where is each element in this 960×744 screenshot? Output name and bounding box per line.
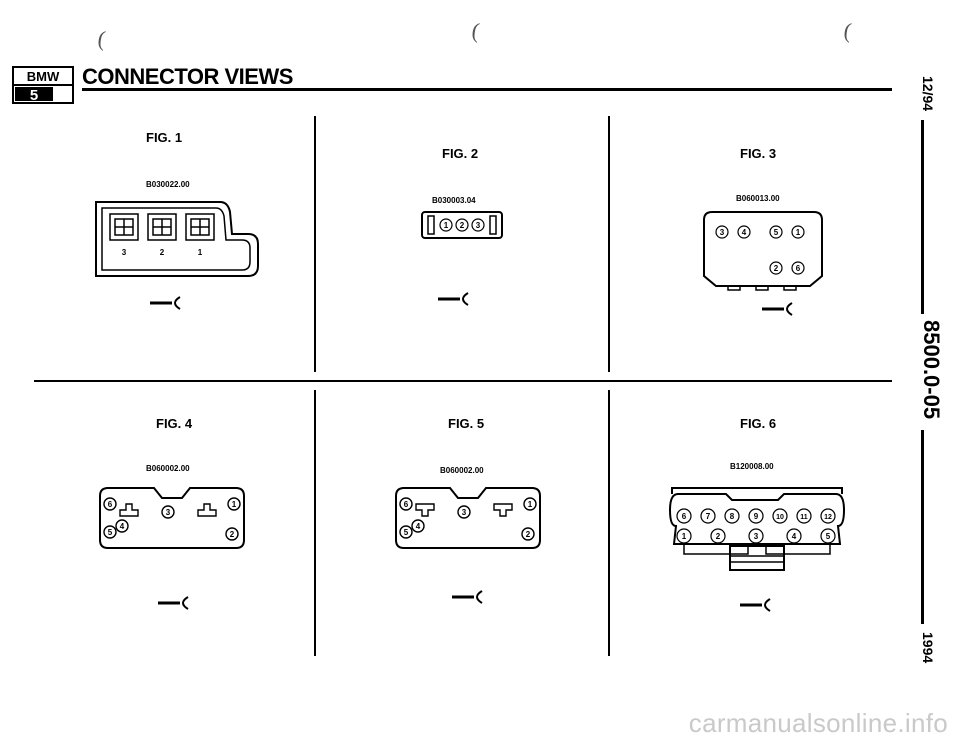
fig-4-pin-label: 5: [108, 528, 113, 537]
grid-divider: [608, 390, 610, 656]
fig-6-connector: 6 7 8 9 10 11 12 1 2 3 4 5: [668, 487, 846, 571]
fig-3-pin-label: 2: [774, 264, 779, 273]
side-rule: [921, 120, 924, 314]
fig-6-pin-label: 12: [824, 514, 832, 521]
side-rule: [921, 430, 924, 624]
wire-end-symbol: [438, 292, 469, 306]
scan-artifact: (: [96, 25, 108, 52]
scan-artifact: (: [470, 17, 482, 44]
fig-1-pin-label: 1: [198, 248, 203, 257]
fig-5-pin-label: 6: [404, 500, 409, 509]
scan-artifact: (: [842, 17, 854, 44]
fig-2-connector: 1 2 3: [421, 211, 503, 239]
fig-4-pin-label: 3: [166, 508, 171, 517]
watermark: carmanualsonline.info: [688, 708, 948, 738]
title-rule: [82, 88, 892, 91]
fig-2-label: FIG. 2: [442, 146, 479, 161]
svg-text:BMW: BMW: [27, 69, 60, 84]
fig-5-pin-label: 1: [528, 500, 533, 509]
fig-6-part-number: B120008.00: [730, 462, 774, 471]
fig-3-pin-label: 6: [796, 264, 801, 273]
fig-6-pin-label: 7: [706, 512, 711, 521]
fig-6-pin-label: 9: [754, 512, 759, 521]
fig-4-pin-label: 6: [108, 500, 113, 509]
fig-5-pin-label: 4: [416, 522, 421, 531]
fig-2-part-number: B030003.04: [432, 196, 476, 205]
fig-1-pin-label: 2: [160, 248, 165, 257]
fig-6-pin-label: 11: [800, 514, 808, 521]
grid-divider: [314, 116, 316, 372]
side-year: 1994: [920, 632, 936, 664]
fig-4-part-number: B060002.00: [146, 464, 190, 473]
fig-6-pin-label: 3: [754, 532, 759, 541]
fig-3-pin-label: 5: [774, 228, 779, 237]
fig-5-part-number: B060002.00: [440, 466, 484, 475]
wire-end-symbol: [158, 596, 189, 610]
fig-3-part-number: B060013.00: [736, 194, 780, 203]
fig-5-pin-label: 2: [526, 530, 531, 539]
fig-5-connector: 6 3 1 5 4 2: [395, 487, 541, 549]
fig-3-pin-label: 3: [720, 228, 725, 237]
fig-4-pin-label: 2: [230, 530, 235, 539]
fig-6-pin-label: 10: [776, 514, 784, 521]
fig-6-pin-label: 4: [792, 532, 797, 541]
fig-6-pin-label: 8: [730, 512, 735, 521]
fig-1-label: FIG. 1: [146, 130, 183, 145]
fig-6-pin-label: 5: [826, 532, 831, 541]
side-doc-number: 8500.0-05: [919, 320, 944, 420]
wire-end-symbol: [452, 590, 483, 604]
fig-5-pin-label: 3: [462, 508, 467, 517]
fig-4-pin-label: 4: [120, 522, 125, 531]
fig-3-connector: 3 4 5 1 2 6: [703, 211, 823, 291]
svg-text:5: 5: [30, 87, 38, 104]
fig-5-label: FIG. 5: [448, 416, 485, 431]
wire-end-symbol: [150, 296, 181, 310]
fig-4-connector: 6 3 1 5 4 2: [99, 487, 245, 549]
fig-2-pin-label: 2: [460, 221, 465, 230]
grid-divider: [34, 380, 892, 382]
fig-6-label: FIG. 6: [740, 416, 777, 431]
fig-6-pin-label: 2: [716, 532, 721, 541]
fig-1-part-number: B030022.00: [146, 180, 190, 189]
fig-4-pin-label: 1: [232, 500, 237, 509]
fig-3-pin-label: 1: [796, 228, 801, 237]
fig-6-pin-label: 1: [682, 532, 687, 541]
fig-4-label: FIG. 4: [156, 416, 193, 431]
fig-3-pin-label: 4: [742, 228, 747, 237]
bmw-5-logo: BMW 5: [12, 66, 74, 104]
fig-2-pin-label: 1: [444, 221, 449, 230]
fig-6-pin-label: 6: [682, 512, 687, 521]
side-date: 12/94: [920, 76, 936, 112]
page-title: CONNECTOR VIEWS: [82, 64, 293, 89]
grid-divider: [608, 116, 610, 372]
fig-1-connector: 3 2 1: [95, 201, 259, 277]
fig-2-pin-label: 3: [476, 221, 481, 230]
fig-3-label: FIG. 3: [740, 146, 777, 161]
wire-end-symbol: [740, 598, 771, 612]
grid-divider: [314, 390, 316, 656]
fig-1-pin-label: 3: [122, 248, 127, 257]
wire-end-symbol: [762, 302, 793, 316]
fig-5-pin-label: 5: [404, 528, 409, 537]
